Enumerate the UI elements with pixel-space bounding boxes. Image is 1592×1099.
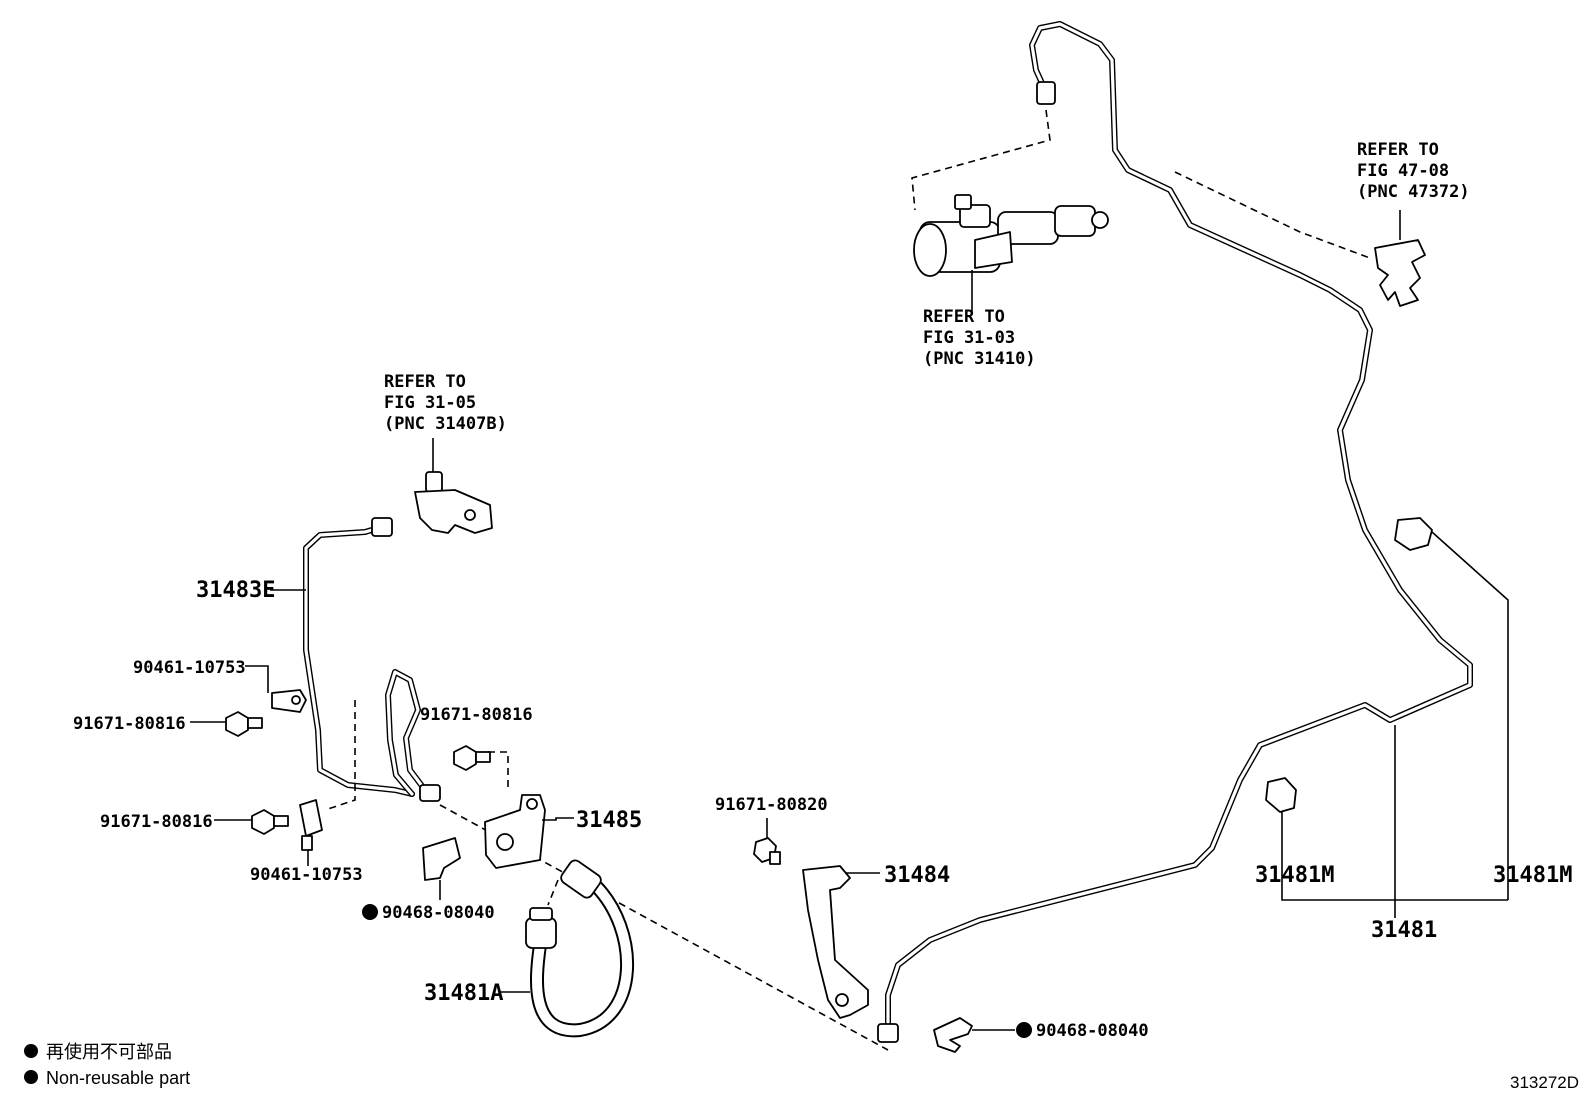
label-90468-08040-b: 90468-08040: [1036, 1021, 1149, 1041]
dashed-guide-hose: [547, 879, 559, 906]
ref-master-cylinder-line2: FIG 31-03: [923, 328, 1015, 348]
label-90468-08040-a: 90468-08040: [382, 903, 495, 923]
dashed-guide-31483e: [324, 700, 356, 811]
ref-union-line3: (PNC 31407B): [384, 414, 507, 434]
non-reusable-dot-b: [1016, 1022, 1032, 1038]
diagram-id: 313272D: [1510, 1073, 1579, 1092]
bolt-90461-10753-a-illustration: [271, 689, 307, 713]
label-31481m-right: 31481M: [1493, 863, 1572, 888]
leader-bolt-a: [245, 665, 269, 693]
bolt-91671-80816-c-illustration: [251, 809, 289, 835]
union-31407b-illustration: [414, 438, 493, 534]
ref-clamp-line1: REFER TO: [1357, 140, 1439, 160]
dashed-guide-mc: [911, 109, 1051, 211]
label-31484: 31484: [884, 863, 950, 888]
clutch-tube-31483e: [303, 517, 441, 802]
label-91671-80816-a: 91671-80816: [73, 714, 186, 734]
label-31481m-left: 31481M: [1255, 863, 1334, 888]
legend-en-text: Non-reusable part: [46, 1068, 190, 1088]
flexible-hose-31481a-illustration: [525, 859, 635, 1038]
clip-90468-08040-b-illustration: [933, 1017, 1015, 1053]
label-31485: 31485: [576, 808, 642, 833]
ref-clamp-line2: FIG 47-08: [1357, 161, 1449, 181]
clutch-tube-31481: [877, 21, 1473, 1043]
bolt-91671-80820-illustration: [753, 818, 781, 865]
ref-master-cylinder-line3: (PNC 31410): [923, 349, 1036, 369]
legend-dot-en: [24, 1070, 38, 1084]
bolt-91671-80816-b-illustration: [453, 745, 491, 771]
ref-union-line1: REFER TO: [384, 372, 466, 392]
dashed-guide-clamp47372: [1174, 171, 1371, 259]
clamp-47372-illustration: [1374, 210, 1426, 307]
label-91671-80820: 91671-80820: [715, 795, 828, 815]
label-31481: 31481: [1371, 918, 1437, 943]
grommet-31481m-right: [1394, 517, 1509, 900]
bolt-90461-10753-b-illustration: [299, 799, 323, 851]
grommet-31481m-left: [1265, 777, 1508, 901]
legend-jp-text: 再使用不可部品: [46, 1042, 172, 1062]
label-91671-80816-b: 91671-80816: [420, 705, 533, 725]
label-31483e: 31483E: [196, 578, 275, 603]
dashed-guide-31485: [488, 751, 509, 790]
bracket-31484-illustration: [802, 865, 869, 1019]
legend-dot-jp: [24, 1044, 38, 1058]
label-90461-10753-a: 90461-10753: [133, 658, 246, 678]
clip-90468-08040-a-illustration: [422, 837, 461, 881]
ref-clamp-line3: (PNC 47372): [1357, 182, 1470, 202]
master-cylinder-illustration: [913, 194, 1109, 312]
leader-31485: [542, 817, 574, 821]
label-91671-80816-c: 91671-80816: [100, 812, 213, 832]
bolt-91671-80816-a-illustration: [225, 711, 263, 737]
ref-union-line2: FIG 31-05: [384, 393, 476, 413]
ref-master-cylinder-line1: REFER TO: [923, 307, 1005, 327]
label-31481a: 31481A: [424, 981, 503, 1006]
label-90461-10753-b: 90461-10753: [250, 865, 363, 885]
bracket-31485-illustration: [484, 794, 546, 869]
non-reusable-dot-a: [362, 904, 378, 920]
